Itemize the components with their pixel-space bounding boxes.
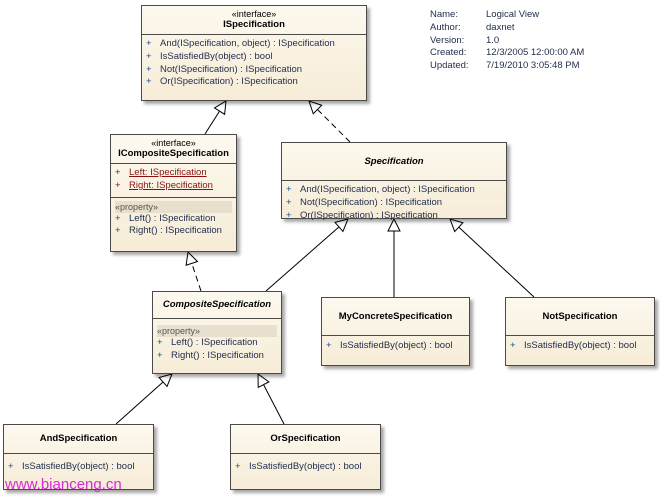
attribute-row: +Left: ISpecification	[115, 167, 207, 178]
info-row-name: Name:Logical View	[430, 9, 540, 20]
operations-section: +IsSatisfiedBy(object) : bool	[4, 454, 153, 478]
class-name: AndSpecification	[39, 433, 118, 444]
class-header: Specification	[282, 143, 506, 181]
operations-section: «property» +Left() : ISpecification +Rig…	[111, 198, 236, 243]
class-name: Specification	[364, 156, 424, 167]
operations-section: +IsSatisfiedBy(object) : bool	[506, 336, 654, 357]
operation-row: +IsSatisfiedBy(object) : bool	[8, 461, 135, 472]
composite-extends-specification	[265, 219, 348, 292]
operations-section: +And(ISpecification, object) : ISpecific…	[282, 181, 506, 226]
operation-row: +Right() : ISpecification	[115, 225, 222, 237]
operation-row: +Not(ISpecification) : ISpecification	[146, 63, 303, 75]
property-stereotype: «property»	[115, 200, 232, 213]
operations-section: +IsSatisfiedBy(object) : bool	[231, 454, 380, 478]
class-name: CompositeSpecification	[162, 299, 272, 310]
class-header: «interface» ICompositeSpecification	[111, 135, 236, 164]
operation-row: +IsSatisfiedBy(object) : bool	[146, 50, 273, 62]
class-name: ISpecification	[223, 19, 285, 30]
class-andspecification[interactable]: AndSpecification +IsSatisfiedBy(object) …	[3, 424, 154, 490]
class-header: MyConcreteSpecification	[322, 298, 469, 336]
diagram-info: Name:Logical View Author:daxnet Version:…	[430, 9, 584, 73]
class-header: AndSpecification	[4, 425, 153, 454]
info-row-created: Created:12/3/2005 12:00:00 AM	[430, 47, 585, 59]
class-name: ICompositeSpecification	[118, 148, 229, 159]
class-header: CompositeSpecification	[153, 292, 281, 319]
stereotype-label: «interface»	[231, 9, 277, 19]
operations-section: +And(ISpecification, object) : ISpecific…	[142, 35, 366, 93]
and-extends-composite	[115, 374, 172, 425]
icomposite-extends-ispecification	[204, 101, 226, 135]
operation-row: +IsSatisfiedBy(object) : bool	[235, 461, 362, 472]
operation-row: +Left() : ISpecification	[115, 212, 216, 224]
attribute-row: +Right: ISpecification	[115, 179, 213, 191]
watermark-text: www.bianceng.cn	[5, 476, 122, 493]
info-row-updated: Updated:7/19/2010 3:05:48 PM	[430, 60, 580, 72]
class-header: NotSpecification	[506, 298, 654, 336]
class-specification[interactable]: Specification +And(ISpecification, objec…	[281, 142, 507, 221]
operation-row: +Not(ISpecification) : ISpecification	[286, 196, 443, 208]
class-header: «interface» ISpecification	[142, 6, 366, 35]
class-icompositespecification[interactable]: «interface» ICompositeSpecification +Lef…	[110, 134, 237, 252]
class-ispecification[interactable]: «interface» ISpecification +And(ISpecifi…	[141, 5, 367, 101]
class-header: OrSpecification	[231, 425, 380, 454]
operation-row: +Left() : ISpecification	[157, 337, 258, 348]
stereotype-label: «interface»	[151, 138, 196, 148]
info-row-author: Author:daxnet	[430, 21, 515, 33]
composite-realizes-icomposite	[188, 252, 202, 292]
property-stereotype: «property»	[157, 325, 277, 337]
operation-row: +Or(ISpecification) : ISpecification	[286, 209, 438, 221]
operation-row: +IsSatisfiedBy(object) : bool	[326, 340, 453, 351]
specification-realizes-ispecification	[309, 101, 351, 143]
class-name: NotSpecification	[542, 311, 618, 322]
operation-row: +Or(ISpecification) : ISpecification	[146, 76, 298, 88]
operation-row: +IsSatisfiedBy(object) : bool	[510, 340, 637, 351]
class-name: OrSpecification	[270, 433, 341, 444]
info-row-version: Version:1.0	[430, 34, 500, 46]
class-myconcretespecification[interactable]: MyConcreteSpecification +IsSatisfiedBy(o…	[321, 297, 470, 366]
not-extends-specification	[450, 219, 535, 298]
class-notspecification[interactable]: NotSpecification +IsSatisfiedBy(object) …	[505, 297, 655, 366]
attributes-section: +Left: ISpecification +Right: ISpecifica…	[111, 164, 236, 198]
or-extends-composite	[258, 374, 285, 425]
class-orspecification[interactable]: OrSpecification +IsSatisfiedBy(object) :…	[230, 424, 381, 490]
operation-row: +Right() : ISpecification	[157, 349, 264, 361]
class-name: MyConcreteSpecification	[338, 311, 453, 322]
operation-row: +And(ISpecification, object) : ISpecific…	[146, 38, 335, 49]
operations-section: +IsSatisfiedBy(object) : bool	[322, 336, 469, 357]
operation-row: +And(ISpecification, object) : ISpecific…	[286, 184, 475, 195]
class-compositespecification[interactable]: CompositeSpecification «property» +Left(…	[152, 291, 282, 374]
operations-section: «property» +Left() : ISpecification +Rig…	[153, 319, 281, 367]
